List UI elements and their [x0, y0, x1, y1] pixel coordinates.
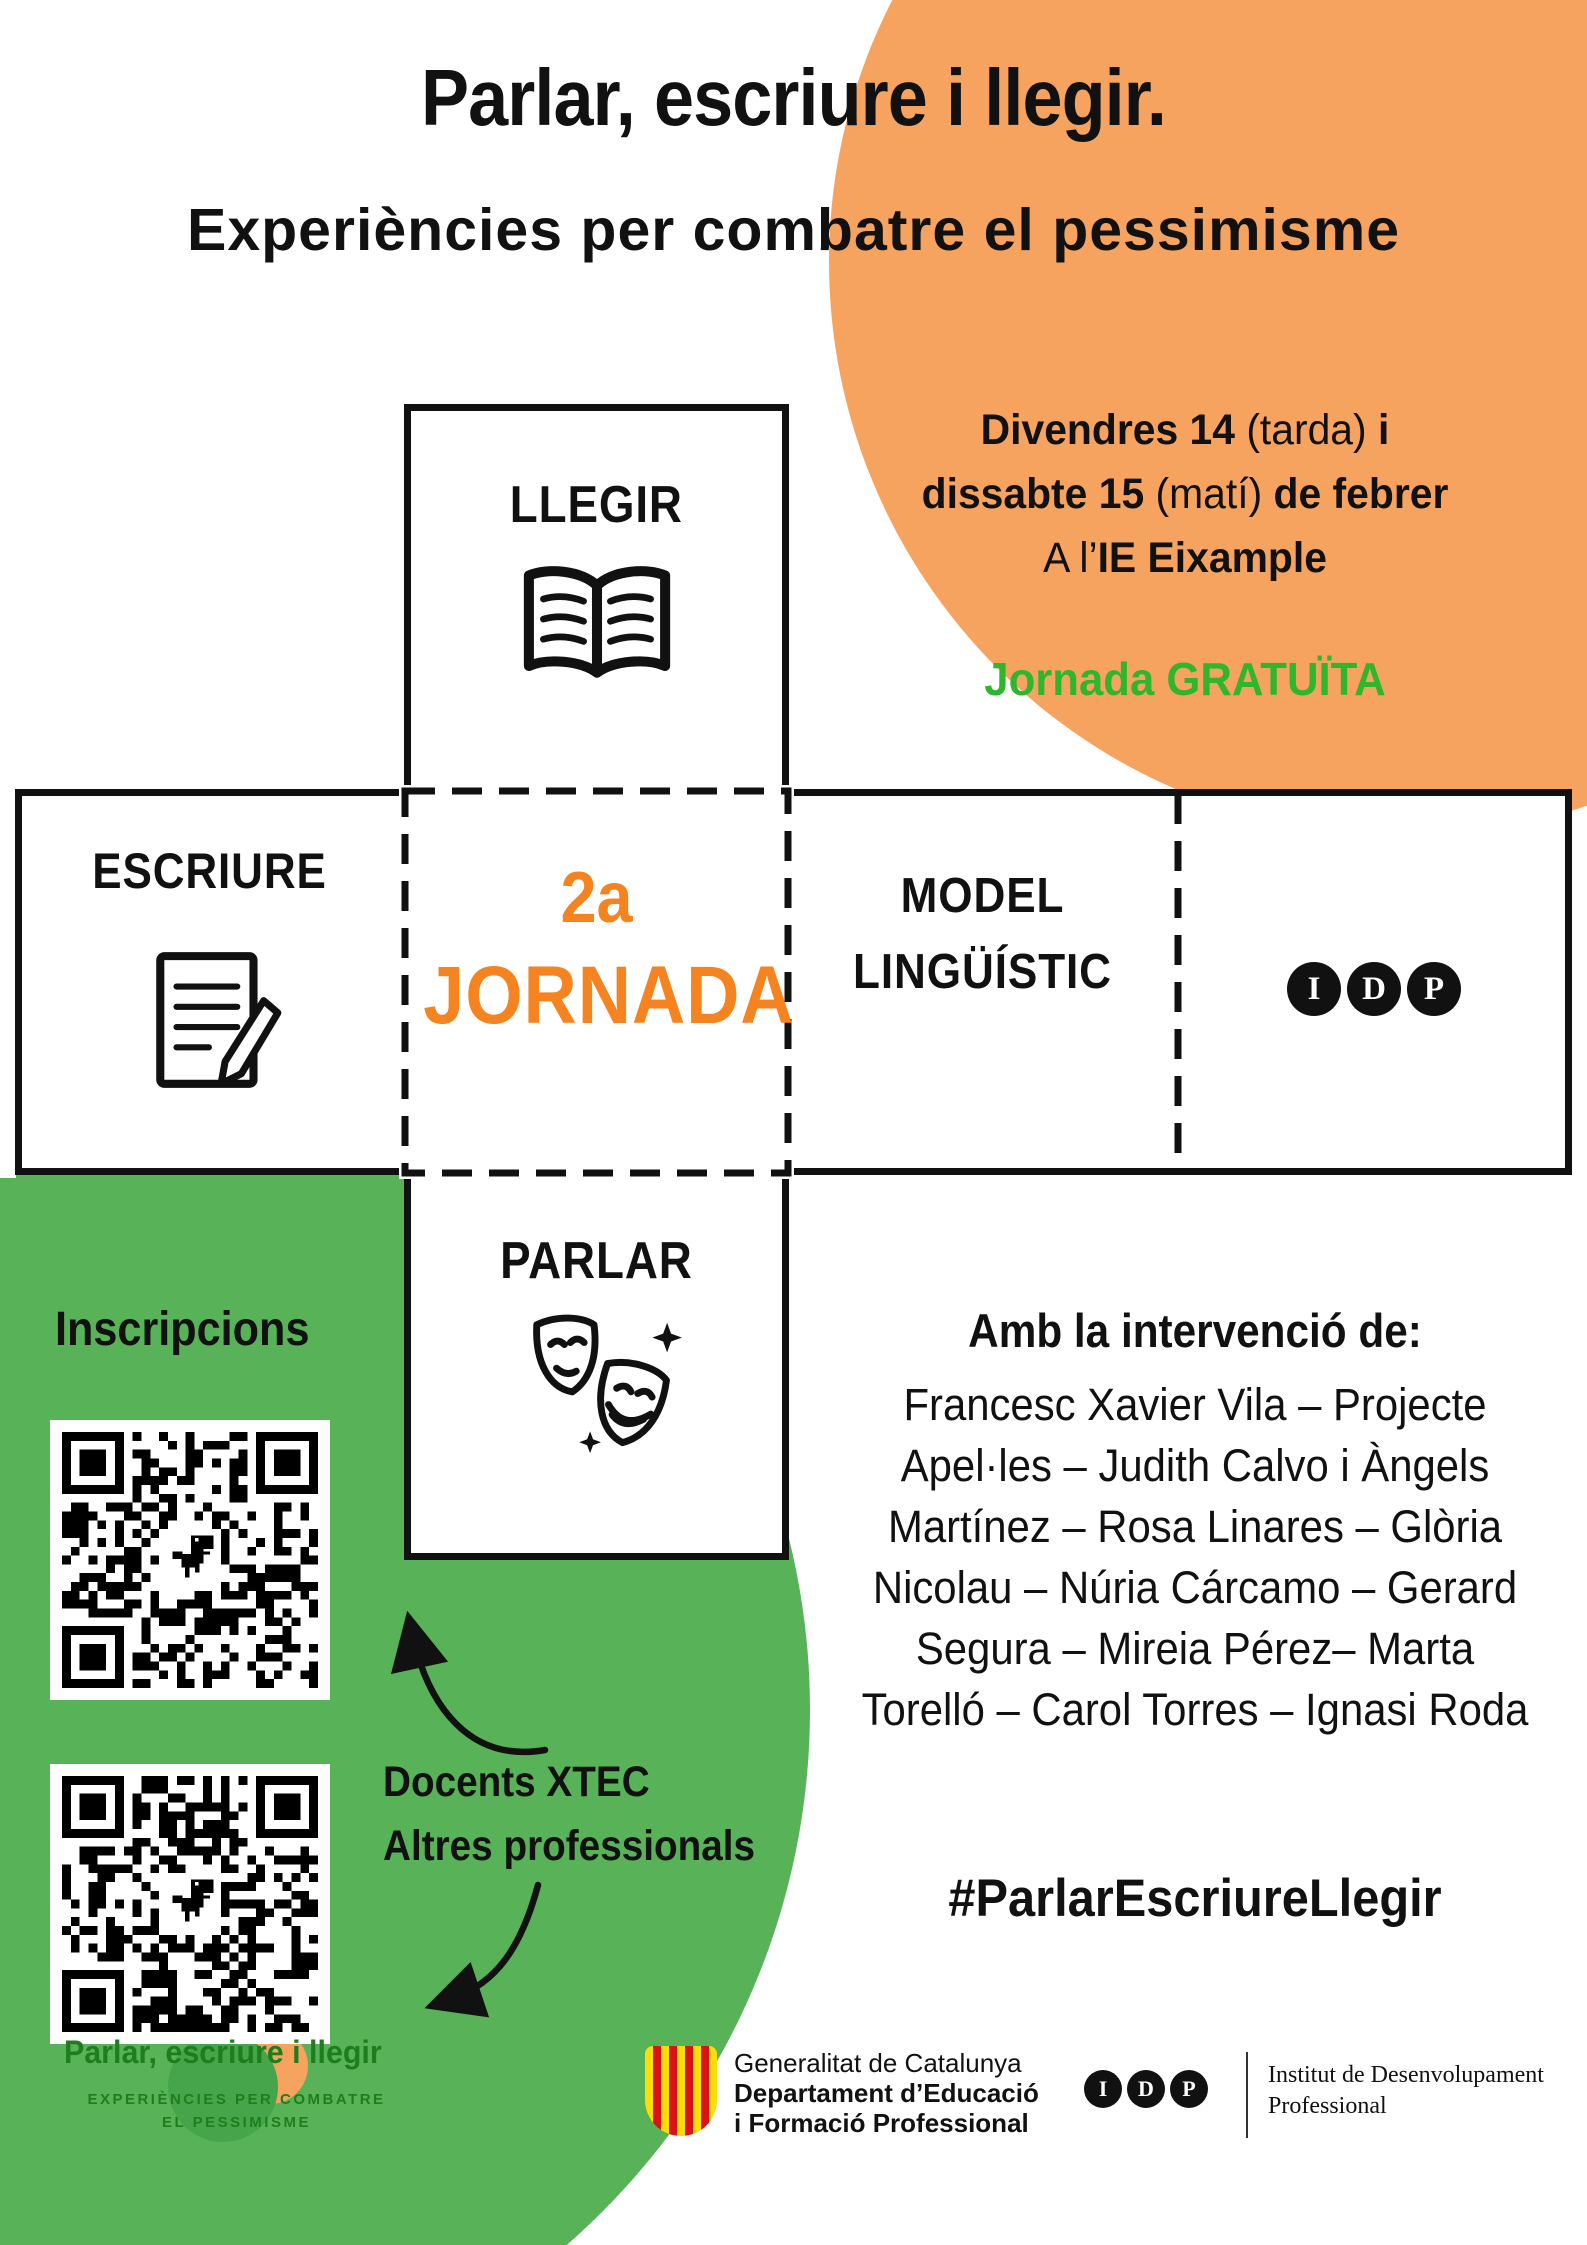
poster-title: Parlar, escriure i llegir. — [420, 53, 1167, 142]
idp-letter-i: I — [1098, 2076, 1108, 2101]
idp-letter-circle: I — [1287, 962, 1341, 1016]
qr1-label: Docents XTEC — [383, 1758, 650, 1806]
idp-letter-d: D — [1138, 2076, 1154, 2101]
speakers-line: Francesc Xavier Vila – Projecte — [903, 1379, 1487, 1430]
venue-line: A l’IE Eixample — [1043, 534, 1327, 582]
speakers-line: Martínez – Rosa Linares – Glòria — [887, 1501, 1503, 1552]
background-patch — [0, 1002, 16, 1178]
event-hashtag: #ParlarEscriureLlegir — [948, 1869, 1442, 1928]
footer-brand-tagline: EXPERIÈNCIES PER COMBATRE EL PESSIMISME — [64, 2088, 409, 2134]
parlar-label: PARLAR — [500, 1232, 693, 1290]
idp-letter-p: P — [1182, 2076, 1196, 2101]
jornada-line2: JORNADA — [423, 950, 795, 1041]
poster-subtitle: Experiències per combatre el pessimisme — [186, 197, 1401, 263]
speakers-line: Segura – Mireia Pérez– Marta — [915, 1623, 1475, 1674]
idp-name-line2: Professional — [1268, 2093, 1387, 2119]
tagline-line1: EXPERIÈNCIES PER COMBATRE — [87, 2091, 386, 2108]
speakers-line: Apel·les – Judith Calvo i Àngels — [900, 1440, 1490, 1491]
theater-masks-icon — [532, 1314, 682, 1454]
generalitat-text: Generalitat de Catalunya Departament d’E… — [734, 2048, 1039, 2138]
idp-letter-circle: I — [1084, 2070, 1122, 2108]
gencat-line3: i Formació Professional — [734, 2108, 1029, 2138]
footer-divider — [1246, 2052, 1248, 2138]
qr-code-altres-professionals — [50, 1764, 330, 2044]
idp-name-line1: Institut de Desenvolupament — [1268, 2062, 1544, 2088]
qr-code-docents-xtec — [50, 1420, 330, 1700]
qr2-label: Altres professionals — [383, 1822, 756, 1870]
footer-idp-name: Institut de Desenvolupament Professional — [1268, 2060, 1544, 2122]
diagram-box-llegir: LLEGIR — [404, 404, 789, 789]
writing-page-icon — [156, 952, 282, 1088]
gencat-line1: Generalitat de Catalunya — [734, 2048, 1022, 2078]
date-line-2: dissabte 15 (matí) de febrer — [921, 470, 1449, 518]
idp-letter-circle: D — [1347, 962, 1401, 1016]
footer-idp-logo: I D P — [1084, 2070, 1208, 2108]
model-line1: MODEL — [900, 869, 1065, 923]
footer-brand-title: Parlar, escriure i llegir — [64, 2034, 382, 2070]
idp-letter-circle: P — [1170, 2070, 1208, 2108]
jornada-line1: 2a — [560, 858, 633, 938]
idp-letter-i: I — [1307, 970, 1321, 1007]
inscriptions-heading: Inscripcions — [55, 1303, 310, 1356]
gencat-line2: Departament d’Educació — [734, 2078, 1039, 2108]
model-linguistic-label: MODEL LINGÜÍSTIC — [808, 858, 1156, 1010]
idp-letter-circle: D — [1127, 2070, 1165, 2108]
speakers-line: Nicolau – Núria Cárcamo – Gerard — [872, 1562, 1518, 1613]
generalitat-shield-logo — [645, 2046, 717, 2136]
speakers-line: Torelló – Carol Torres – Ignasi Roda — [861, 1684, 1529, 1735]
idp-letter-p: P — [1423, 970, 1445, 1007]
model-line2: LINGÜÍSTIC — [853, 945, 1112, 999]
jornada-title: 2a JORNADA — [423, 852, 795, 1048]
speakers-heading: Amb la intervenció de: — [968, 1304, 1422, 1357]
date-line-1: Divendres 14 (tarda) i — [980, 406, 1390, 454]
llegir-label: LLEGIR — [509, 476, 684, 534]
idp-letter-circle: P — [1407, 962, 1461, 1016]
brand-green-dot — [168, 2032, 278, 2142]
free-event-label: Jornada GRATUÏTA — [984, 653, 1386, 705]
idp-logo: I D P — [1176, 962, 1572, 1016]
idp-letter-d: D — [1362, 970, 1386, 1007]
tagline-line2: EL PESSIMISME — [162, 2114, 311, 2131]
open-book-icon — [523, 566, 670, 678]
escriure-label: ESCRIURE — [92, 843, 327, 899]
event-dates: Divendres 14 (tarda) i dissabte 15 (matí… — [919, 398, 1451, 590]
diagram-box-parlar: PARLAR — [404, 1175, 789, 1560]
speakers-list: Francesc Xavier Vila – Projecte Apel·les… — [837, 1374, 1553, 1740]
